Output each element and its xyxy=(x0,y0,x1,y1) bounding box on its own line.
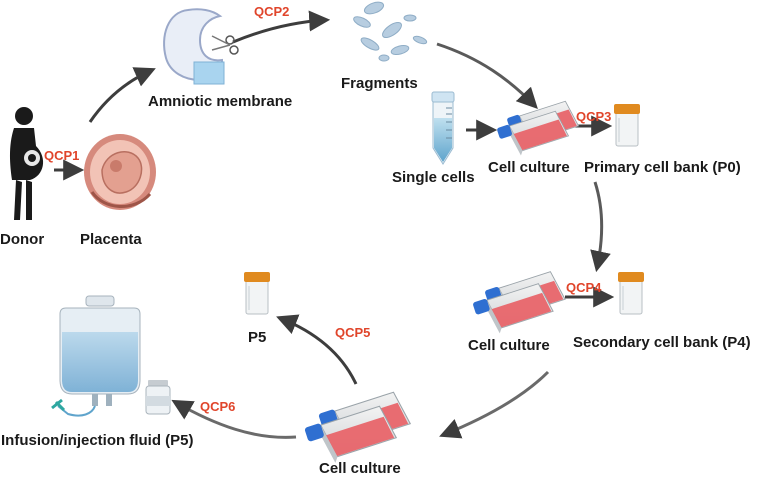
arrow-membrane-to-fragments xyxy=(232,10,331,44)
label-cell-culture-2: Cell culture xyxy=(468,337,550,354)
label-fragments: Fragments xyxy=(341,75,418,92)
culture-flask-icon xyxy=(303,391,411,464)
culture-flask-icon xyxy=(496,100,579,156)
placenta-icon xyxy=(84,134,156,210)
qcp4-label: QCP4 xyxy=(566,280,602,295)
amniotic-membrane-icon xyxy=(163,8,225,85)
arrow-culture3-to-p5 xyxy=(276,314,358,385)
pregnant-donor-icon xyxy=(10,107,44,220)
cryovial-icon xyxy=(243,271,271,315)
label-cell-culture-3: Cell culture xyxy=(319,460,401,477)
cryovial-icon xyxy=(613,103,641,147)
label-placenta: Placenta xyxy=(80,231,142,248)
scissors-icon xyxy=(211,35,239,55)
centrifuge-tube-icon xyxy=(431,91,455,165)
iv-bag-icon xyxy=(51,295,141,417)
arrow-culture3-to-infusion xyxy=(171,399,297,439)
medicine-vial-icon xyxy=(145,380,171,415)
arrow-secondary-to-culture3 xyxy=(439,370,550,439)
qcp5-label: QCP5 xyxy=(335,325,370,340)
qcp2-label: QCP2 xyxy=(254,4,289,19)
label-primary-bank: Primary cell bank (P0) xyxy=(584,159,741,176)
cryovial-icon xyxy=(617,271,645,315)
arrow-fragments-to-culture xyxy=(436,42,538,110)
label-secondary-bank: Secondary cell bank (P4) xyxy=(573,334,751,351)
arrow-donor-to-membrane xyxy=(88,67,156,123)
arrow-primary-to-culture2 xyxy=(590,181,611,273)
fragments-icon xyxy=(353,1,428,62)
label-infusion: Infusion/injection fluid (P5) xyxy=(1,432,194,449)
label-amniotic-membrane: Amniotic membrane xyxy=(148,93,292,110)
culture-flask-icon xyxy=(471,271,566,334)
qcp1-label: QCP1 xyxy=(44,148,79,163)
qcp6-label: QCP6 xyxy=(200,399,235,414)
label-donor: Donor xyxy=(0,231,44,248)
label-p5: P5 xyxy=(248,329,266,346)
qcp3-label: QCP3 xyxy=(576,109,611,124)
label-cell-culture-1: Cell culture xyxy=(488,159,570,176)
flow-arrows xyxy=(54,10,615,439)
label-single-cells: Single cells xyxy=(392,169,475,186)
